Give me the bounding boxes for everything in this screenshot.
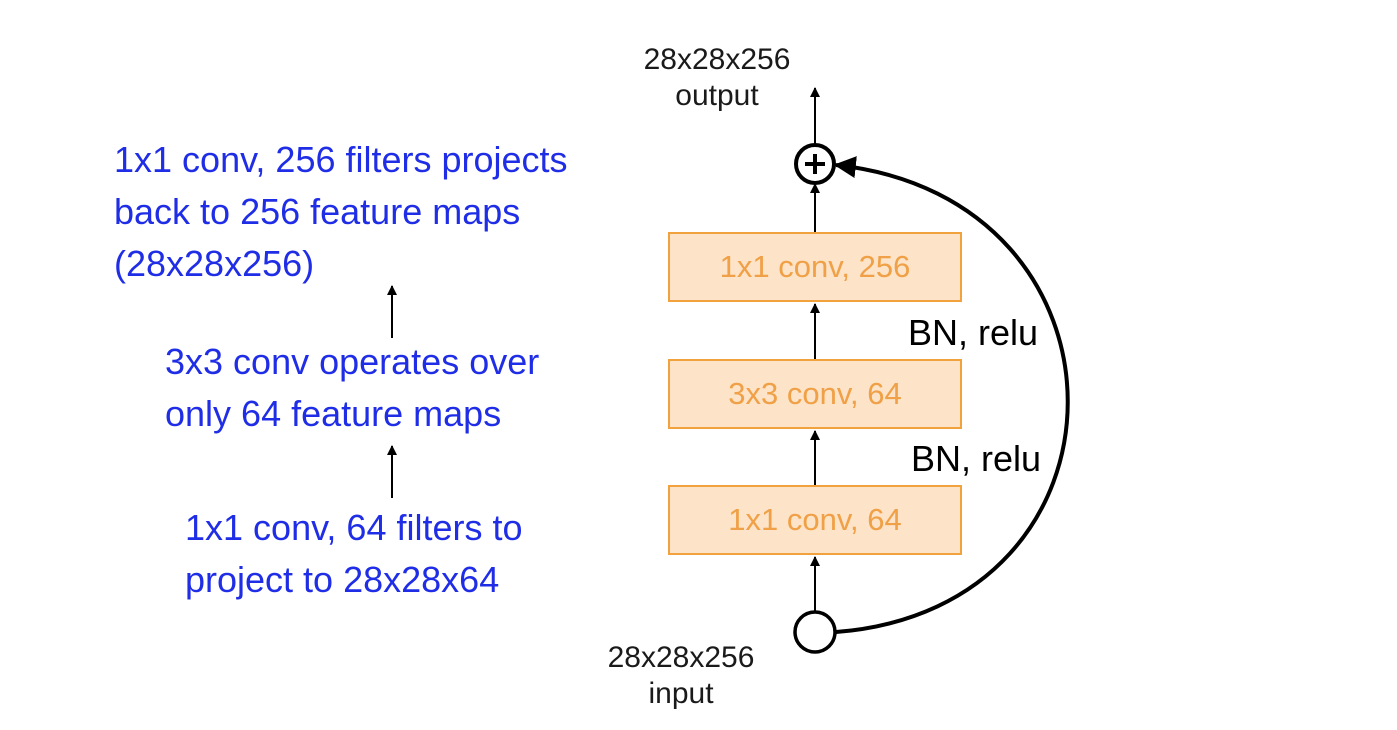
middle-note-line-1: 3x3 conv operates over (165, 341, 540, 382)
addition-node (794, 143, 836, 185)
reduction-note-line-2: project to 28x28x64 (185, 559, 500, 600)
reduction-note: 1x1 conv, 64 filters to project to 28x28… (185, 502, 523, 606)
input-shape: 28x28x256 (607, 641, 755, 674)
layer-1x1-conv-256: 1x1 conv, 256 (668, 232, 962, 302)
layer-1x1-conv-256-label: 1x1 conv, 256 (719, 249, 911, 284)
reduction-note-line-1: 1x1 conv, 64 filters to (185, 507, 523, 548)
projection-note-line-3: (28x28x256) (114, 243, 315, 284)
projection-note-line-2: back to 256 feature maps (114, 191, 521, 232)
layer-1x1-conv-64: 1x1 conv, 64 (668, 485, 962, 555)
input-text: input (648, 677, 714, 710)
layer-3x3-conv-64: 3x3 conv, 64 (668, 359, 962, 429)
skip-connection-arrow (833, 156, 1070, 634)
output-shape: 28x28x256 (643, 43, 791, 76)
middle-note: 3x3 conv operates over only 64 feature m… (165, 336, 539, 440)
activation-label-lower: BN, relu (911, 438, 1042, 479)
output-label: 28x28x256 output (617, 42, 817, 114)
input-node (793, 610, 837, 654)
output-text: output (675, 79, 759, 112)
layer-1x1-conv-64-label: 1x1 conv, 64 (728, 502, 902, 537)
projection-note-line-1: 1x1 conv, 256 filters projects (114, 139, 568, 180)
middle-note-line-2: only 64 feature maps (165, 393, 502, 434)
activation-label-upper: BN, relu (908, 312, 1039, 353)
layer-3x3-conv-64-label: 3x3 conv, 64 (728, 376, 902, 411)
projection-note: 1x1 conv, 256 filters projects back to 2… (114, 134, 568, 290)
input-label: 28x28x256 input (581, 640, 781, 712)
